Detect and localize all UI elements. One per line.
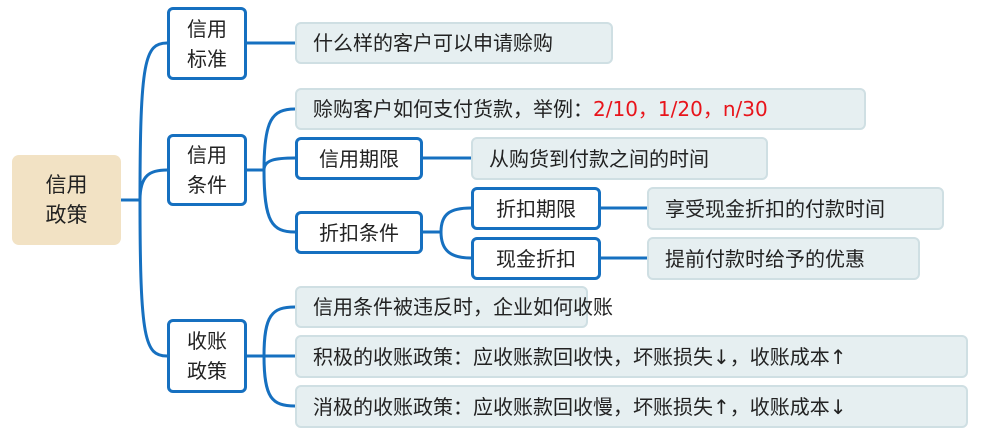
label: 消极的收账政策：应收账款回收慢，坏账损失↑，收账成本↓ xyxy=(313,394,847,419)
link-root-terms xyxy=(138,168,168,201)
link-discount-period xyxy=(439,206,472,233)
node-credit-standard[interactable]: 信用标准 xyxy=(167,7,247,80)
label: 政策 xyxy=(187,359,227,383)
node-credit-terms[interactable]: 信用条件 xyxy=(167,134,247,206)
label: 条件 xyxy=(187,173,227,197)
link-root-collection xyxy=(138,199,168,358)
label: 信用条件被违反时，企业如何收账 xyxy=(313,295,613,319)
node-collection-item[interactable]: 积极的收账政策：应收账款回收快，坏账损失↓，收账成本↑ xyxy=(295,335,968,378)
node-cash-discount-desc[interactable]: 提前付款时给予的优惠 xyxy=(647,237,920,280)
label: 信用 xyxy=(187,143,227,167)
label: 积极的收账政策：应收账款回收快，坏账损失↓，收账成本↑ xyxy=(313,344,847,369)
label: 赊购客户如何支付货款，举例： xyxy=(313,97,593,121)
node-cash-discount[interactable]: 现金折扣 xyxy=(471,237,601,280)
link-collection-1 xyxy=(262,305,296,357)
label: 标准 xyxy=(187,46,227,71)
node-credit-period-desc[interactable]: 从购货到付款之间的时间 xyxy=(471,137,768,180)
label: 信用期限 xyxy=(319,146,399,171)
label: 从购货到付款之间的时间 xyxy=(489,146,709,171)
label: 折扣条件 xyxy=(319,220,399,245)
root-label-1: 信用 xyxy=(45,173,88,197)
link-terms-discount xyxy=(262,169,296,234)
link-root-standard xyxy=(138,41,168,201)
node-collection-policy[interactable]: 收账政策 xyxy=(167,319,247,393)
label: 折扣期限 xyxy=(496,196,576,221)
label: 现金折扣 xyxy=(496,246,576,271)
node-collection-item[interactable]: 信用条件被违反时，企业如何收账 xyxy=(295,286,613,328)
link-terms-period xyxy=(262,156,296,171)
node-standard-desc[interactable]: 什么样的客户可以申请赊购 xyxy=(295,22,613,64)
node-discount-terms[interactable]: 折扣条件 xyxy=(295,211,423,254)
node-discount-period[interactable]: 折扣期限 xyxy=(471,187,601,230)
link-collection-3 xyxy=(262,355,296,408)
label: 信用 xyxy=(187,16,227,41)
example-text: 2/10，1/20，n/30 xyxy=(593,97,768,121)
root-label-2: 政策 xyxy=(45,203,88,227)
label: 享受现金折扣的付款时间 xyxy=(665,196,885,221)
label: 收账 xyxy=(187,329,227,353)
node-discount-period-desc[interactable]: 享受现金折扣的付款时间 xyxy=(647,187,944,230)
label: 什么样的客户可以申请赊购 xyxy=(313,31,553,55)
node-terms-desc[interactable]: 赊购客户如何支付货款，举例：2/10，1/20，n/30 xyxy=(295,88,866,130)
root-node[interactable]: 信用政策 xyxy=(12,155,121,245)
node-collection-item[interactable]: 消极的收账政策：应收账款回收慢，坏账损失↑，收账成本↓ xyxy=(295,385,968,428)
link-discount-cash xyxy=(439,231,472,260)
node-credit-period[interactable]: 信用期限 xyxy=(295,137,423,180)
label: 提前付款时给予的优惠 xyxy=(665,246,865,271)
link-terms-desc xyxy=(262,107,296,171)
